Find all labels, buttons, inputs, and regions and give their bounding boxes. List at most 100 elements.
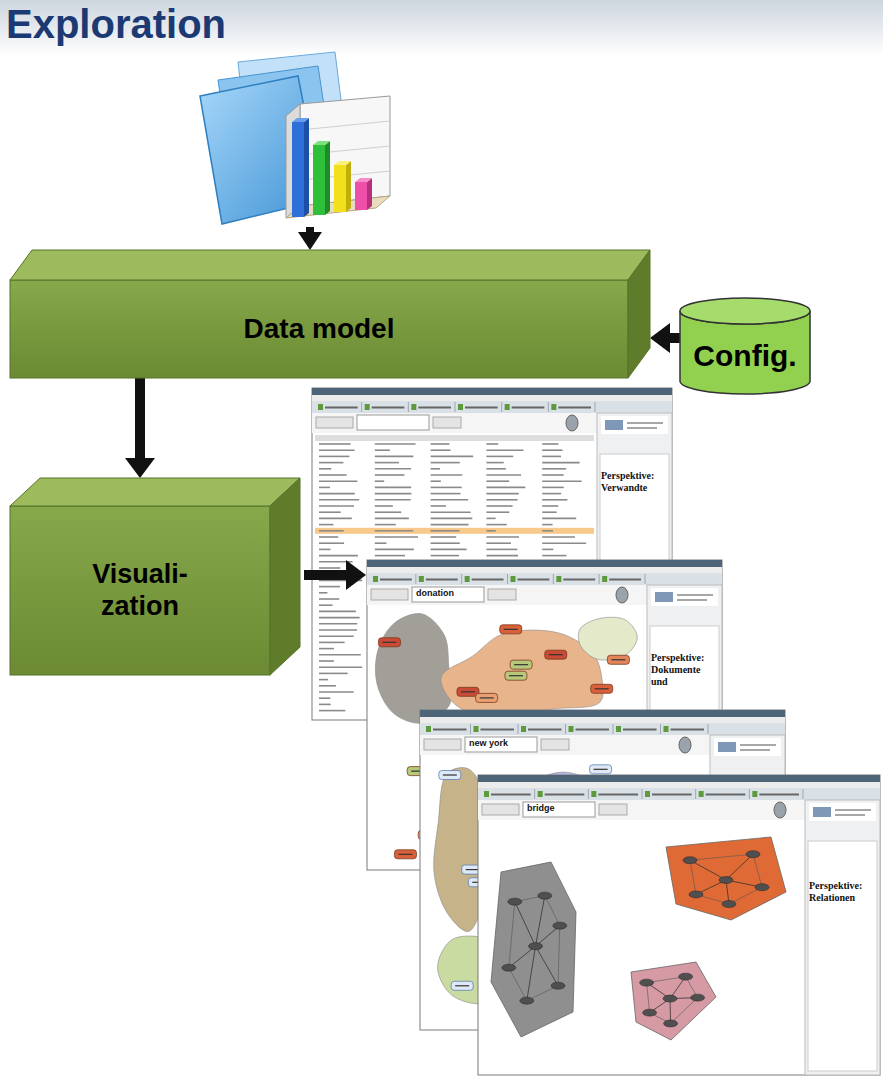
mini-node-text	[514, 664, 528, 665]
mini-node	[545, 650, 567, 659]
table-cell	[542, 536, 575, 538]
tab-separator	[803, 789, 804, 799]
search-button	[488, 589, 516, 600]
tab-text	[491, 794, 531, 796]
mini-node-text	[509, 675, 523, 676]
table-cell	[319, 524, 333, 526]
network-link	[527, 946, 536, 1001]
table-cell	[486, 524, 506, 526]
tab-text	[518, 579, 550, 581]
table-cell	[319, 474, 347, 476]
table-cell	[375, 474, 405, 476]
menu-bar	[420, 717, 785, 723]
tab-text	[623, 729, 657, 731]
table-cell	[375, 511, 401, 513]
side-panel	[805, 800, 880, 1075]
table-cell	[542, 518, 576, 520]
tab-icon	[474, 726, 479, 732]
table-cell	[431, 524, 469, 526]
tab-text	[706, 794, 746, 796]
table-cell	[375, 555, 405, 557]
network-node	[755, 884, 769, 891]
tab-text	[609, 579, 641, 581]
logo	[714, 738, 781, 756]
tab-separator	[613, 724, 614, 734]
search-button	[599, 804, 627, 815]
tab-text	[325, 407, 358, 409]
tab-icon	[511, 576, 516, 582]
node-text-block: Config.	[693, 339, 796, 374]
chart-bar	[346, 161, 351, 212]
tab-text	[598, 794, 638, 796]
table-cell	[375, 542, 387, 544]
network-node	[502, 964, 516, 971]
table-cell	[542, 462, 579, 464]
mini-node	[394, 850, 416, 859]
table-cell	[486, 449, 523, 451]
cluster-blob	[578, 617, 637, 660]
table-cell	[375, 493, 412, 495]
table-cell	[431, 449, 451, 451]
tab-separator	[548, 402, 549, 412]
table-cell	[486, 474, 521, 476]
panel-heading: Perspektive: Relationen	[809, 880, 875, 904]
chart-bar	[313, 141, 330, 145]
mini-node	[476, 693, 498, 702]
tab-icon	[465, 576, 470, 582]
network-link	[753, 854, 762, 887]
table-cell	[431, 456, 474, 458]
folder-page	[200, 76, 322, 224]
table-cell	[431, 549, 467, 551]
table-cell	[319, 642, 345, 644]
tab-separator	[708, 724, 709, 734]
logo-text	[677, 599, 707, 601]
tab-separator	[534, 789, 535, 799]
tab-text	[528, 729, 562, 731]
mini-node-text	[443, 774, 457, 775]
table-cell	[375, 505, 393, 507]
tab-icon	[569, 726, 574, 732]
table-cell	[431, 499, 469, 501]
chart-bar	[355, 182, 367, 210]
chart-bar	[334, 161, 351, 165]
network-link	[536, 896, 545, 947]
table-cell	[319, 456, 349, 458]
network-node	[722, 901, 736, 908]
table-cell	[542, 456, 561, 458]
table-cell	[375, 468, 411, 470]
tab-separator	[749, 789, 750, 799]
network-link	[647, 983, 650, 1013]
table-cell	[319, 468, 331, 470]
tab-icon	[556, 576, 561, 582]
table-cell	[486, 518, 495, 520]
tab-text	[759, 794, 799, 796]
table-cell	[319, 511, 341, 513]
table-cell	[319, 530, 344, 532]
table-cell	[486, 499, 517, 501]
table-cell	[319, 604, 333, 606]
table-cell	[319, 567, 340, 569]
screenshot-window	[478, 775, 880, 1075]
tab-text	[671, 729, 705, 731]
network-node	[551, 982, 565, 989]
logo-text	[627, 422, 663, 424]
table-cell	[542, 530, 553, 532]
table-cell	[486, 480, 509, 482]
mini-node-text	[461, 691, 475, 692]
cylinder-top	[680, 298, 810, 324]
table-cell	[319, 592, 327, 594]
tab-icon	[426, 726, 431, 732]
table-cell	[319, 555, 358, 557]
table-highlight	[315, 528, 594, 534]
tab-separator	[470, 724, 471, 734]
table-cell	[542, 474, 563, 476]
table-cell	[319, 505, 354, 507]
table-cell	[319, 710, 345, 712]
mini-node-text	[595, 688, 609, 689]
table-cell	[319, 487, 330, 489]
table-cell	[319, 629, 357, 631]
network-link	[536, 946, 559, 986]
network-node	[664, 1020, 678, 1027]
chart-bar	[292, 118, 309, 122]
logo-text	[627, 427, 657, 429]
